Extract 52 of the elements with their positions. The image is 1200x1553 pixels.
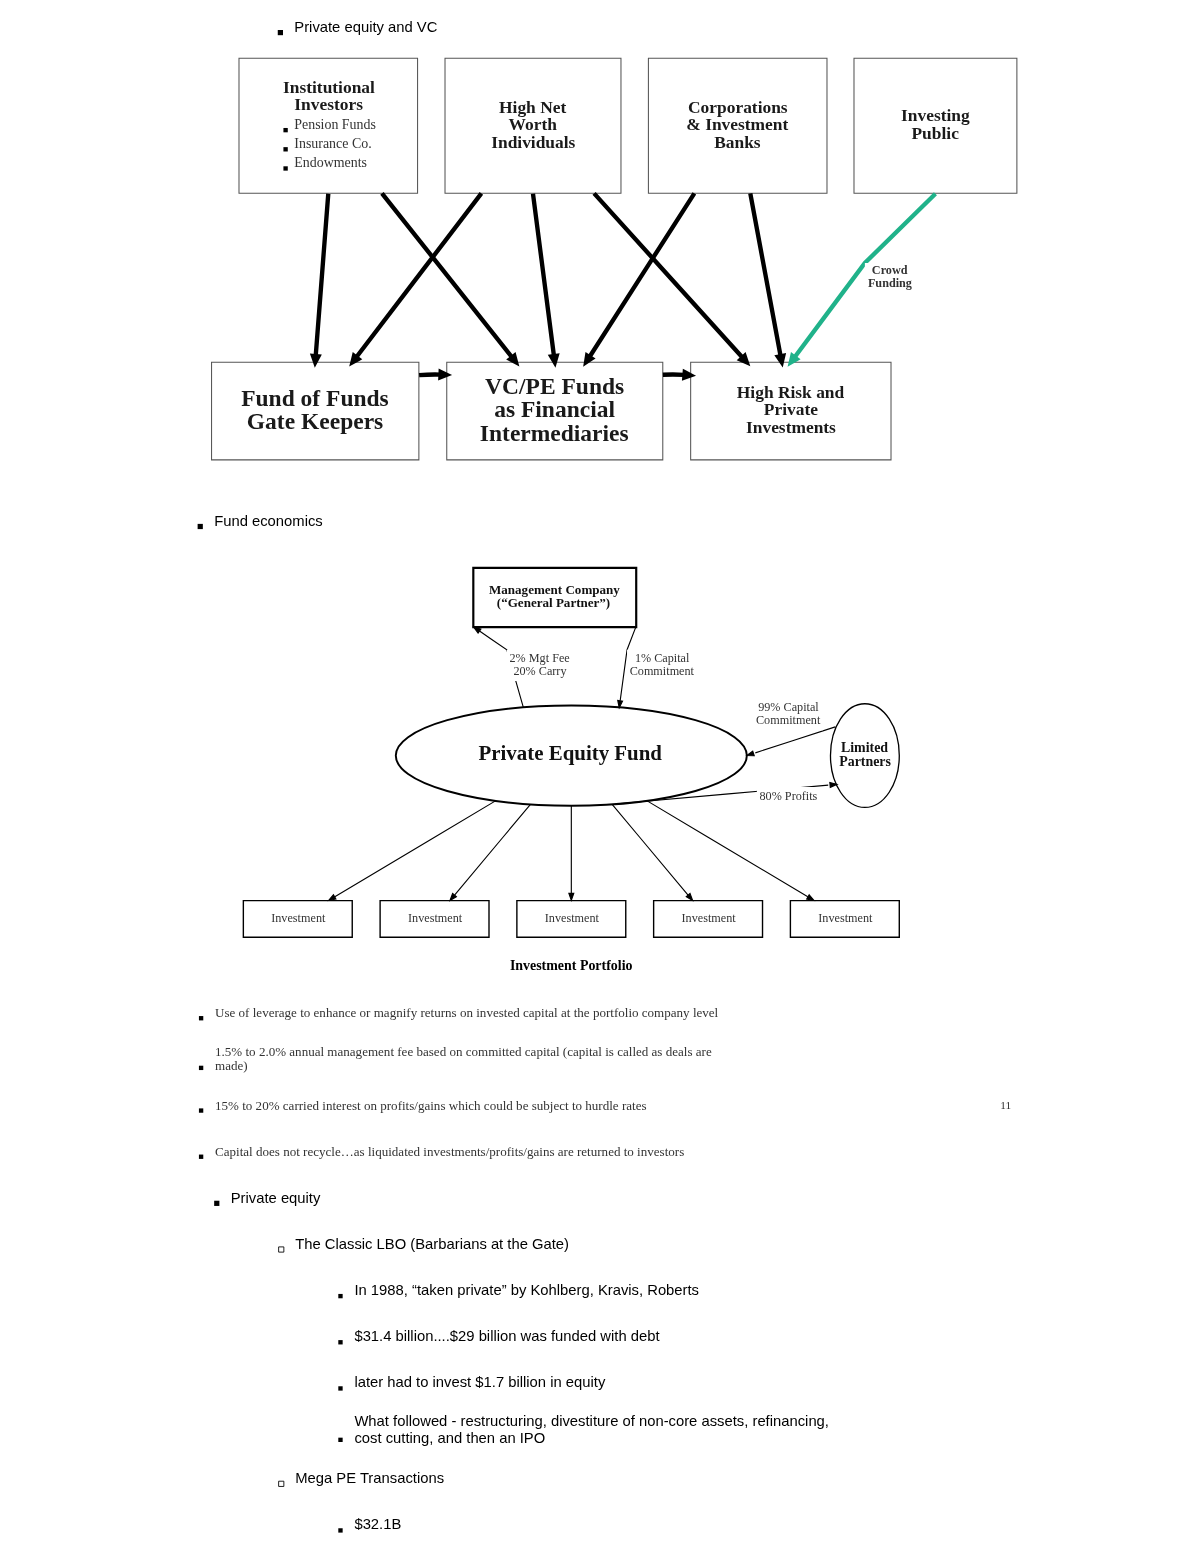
node-box: High Net Worth Individuals bbox=[444, 57, 621, 194]
arrow bbox=[747, 193, 786, 368]
arrow bbox=[582, 192, 696, 367]
label: $32.1B bbox=[353, 1516, 401, 1533]
node-ellipse: Private Equity Fund bbox=[394, 704, 748, 807]
label: Private equity bbox=[230, 1189, 320, 1206]
label: The Classic LBO (Barbarians at the Gate) bbox=[294, 1235, 569, 1252]
label: Fund economics bbox=[213, 512, 323, 529]
label: 1.5% to 2.0% annual management fee based on committed capital (capital is called as deals are made) bbox=[214, 1043, 712, 1074]
label: later had to invest $1.7 billion in equity bbox=[353, 1374, 605, 1391]
node-box: Investment bbox=[242, 899, 353, 938]
node-box: Investment bbox=[378, 899, 490, 938]
node-box: Fund of Funds Gate Keepers bbox=[210, 361, 419, 461]
node-box: High Risk and Private Investments bbox=[689, 361, 892, 461]
arrow bbox=[348, 192, 483, 367]
arrow bbox=[448, 803, 531, 902]
arrow bbox=[592, 191, 750, 367]
label: Private equity and VC bbox=[293, 18, 437, 35]
label: What followed - restructuring, divestiture of non-core assets, refinancing, cost cutting, and then an IPO bbox=[353, 1413, 829, 1446]
edge-label: 2% Mgt Fee 20% Carry bbox=[508, 651, 570, 679]
edge-label: 80% Profits bbox=[758, 788, 817, 803]
arrow bbox=[616, 626, 636, 710]
label: 15% to 20% carried interest on profits/gains which could be subject to hurdle rates bbox=[214, 1097, 647, 1113]
arrow bbox=[744, 726, 836, 757]
node-box: Corporations & Investment Banks bbox=[647, 57, 827, 194]
node-box: VC/PE Funds as Financial Intermediaries bbox=[445, 361, 663, 461]
label: In 1988, “taken private” by Kohlberg, Kravis, Roberts bbox=[353, 1281, 699, 1298]
label: Mega PE Transactions bbox=[294, 1470, 444, 1487]
arrow bbox=[530, 193, 560, 368]
arrow bbox=[309, 193, 330, 368]
label: $31.4 billion....$29 billion was funded with debt bbox=[353, 1328, 660, 1345]
arrow bbox=[379, 192, 519, 367]
label: Use of leverage to enhance or magnify returns on invested capital at the portfolio company level bbox=[214, 1005, 718, 1021]
arrow bbox=[567, 805, 575, 903]
edge-label: Crowd Funding bbox=[867, 263, 912, 290]
node-box: Investment bbox=[652, 899, 763, 938]
arrow bbox=[787, 192, 937, 367]
arrow bbox=[662, 368, 696, 381]
label: Investment Portfolio bbox=[509, 958, 632, 974]
node-box: Institutional Investors Pension Funds Insurance Co. Endowments bbox=[237, 57, 418, 194]
node-box: Investment bbox=[515, 899, 626, 938]
label: 11 bbox=[999, 1099, 1011, 1112]
arrow bbox=[418, 368, 452, 381]
node-box: Investing Public bbox=[852, 57, 1017, 194]
edge-label: 1% Capital Commitment bbox=[629, 651, 694, 679]
edge-label: 99% Capital Commitment bbox=[755, 700, 820, 728]
arrow bbox=[646, 800, 815, 902]
arrow bbox=[611, 803, 694, 902]
label: Capital does not recycle…as liquidated investments/profits/gains are returned to investors bbox=[214, 1143, 684, 1159]
node-box: Management Company (“General Partner”) bbox=[471, 566, 637, 629]
node-box: Investment bbox=[789, 899, 900, 938]
arrow bbox=[326, 800, 496, 902]
